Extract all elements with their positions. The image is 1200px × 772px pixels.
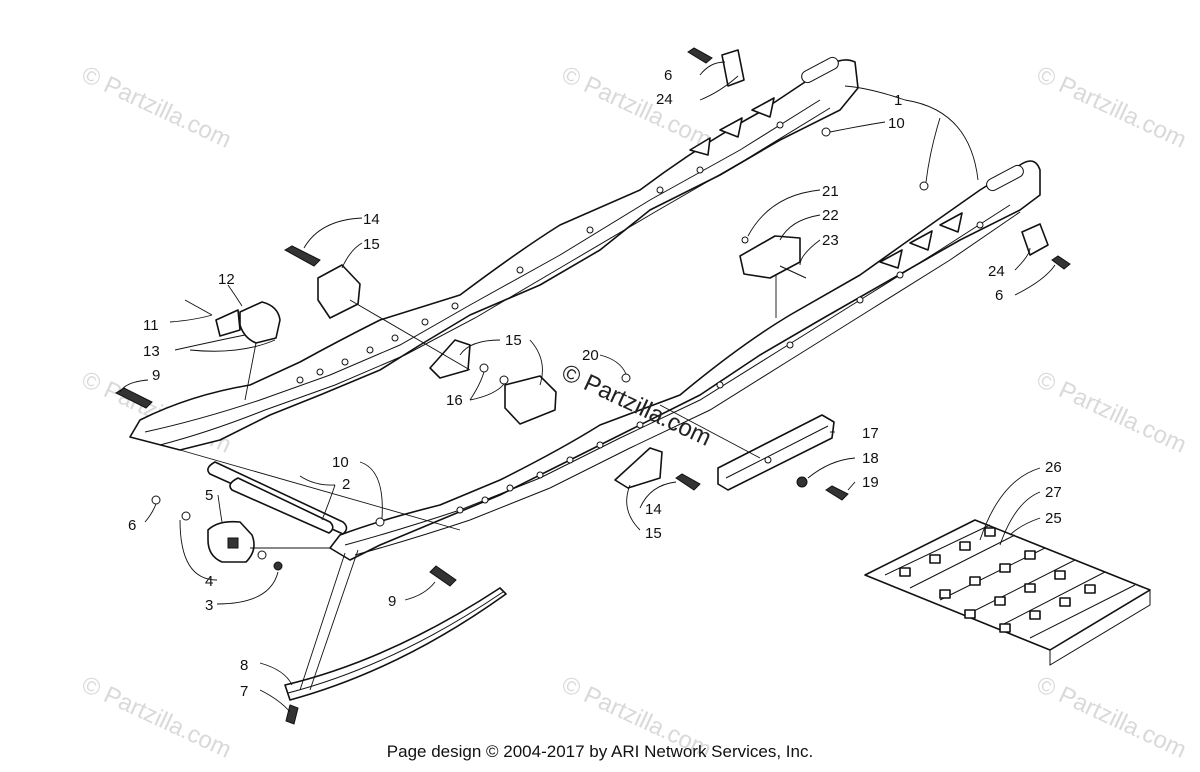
callout-6: 6 [664,67,672,84]
callout-15: 15 [645,525,662,542]
track [864,519,1151,666]
callout-9: 9 [152,367,160,384]
callout-1: 1 [894,92,902,109]
callout-19: 19 [862,474,879,491]
stopper-block [739,235,807,318]
callout-17: 17 [862,425,879,442]
wear-bar [284,549,507,701]
callout-25: 25 [1045,510,1062,527]
callout-22: 22 [822,207,839,224]
rail-end-caps [721,49,1049,256]
rear-bumper-block [184,299,281,401]
watermark: © Partzilla.com [1032,366,1190,459]
callout-26: 26 [1045,459,1062,476]
watermark: © Partzilla.com [1032,61,1190,154]
callout-15: 15 [505,332,522,349]
callout-14: 14 [645,501,662,518]
bolts [114,47,1071,725]
callout-9: 9 [388,593,396,610]
callout-24: 24 [656,91,673,108]
callout-15: 15 [363,236,380,253]
callout-10: 10 [332,454,349,471]
callout-12: 12 [218,271,235,288]
brackets [317,264,663,489]
callout-18: 18 [862,450,879,467]
callout-24: 24 [988,263,1005,280]
callout-13: 13 [143,343,160,360]
callout-3: 3 [205,597,213,614]
callout-7: 7 [240,683,248,700]
callout-2: 2 [342,476,350,493]
callout-16: 16 [446,392,463,409]
callout-23: 23 [822,232,839,249]
callout-14: 14 [363,211,380,228]
callout-5: 5 [205,487,213,504]
plugs [375,127,929,527]
leader-lines [119,61,1056,713]
callout-11: 11 [143,317,159,334]
watermark: © Partzilla.com [557,61,715,154]
cross-shafts [179,449,461,535]
watermark: © Partzilla.com [77,61,235,154]
callout-8: 8 [240,657,248,674]
callout-20: 20 [582,347,599,364]
callout-21: 21 [822,183,839,200]
callout-6: 6 [995,287,1003,304]
callout-labels: 6 24 1 10 21 22 23 24 6 14 15 12 11 13 9… [128,67,1062,700]
callout-6: 6 [128,517,136,534]
rail-upper [129,56,859,451]
track-clips [899,527,1096,633]
callout-27: 27 [1045,484,1062,501]
callout-4: 4 [205,573,213,590]
rail-holes-upper [296,121,784,384]
rail-lower [329,160,1041,561]
callout-10: 10 [888,115,905,132]
rail-holes-lower [456,221,984,514]
front-bumper-block [151,495,330,571]
footer-copyright: Page design © 2004-2017 by ARI Network S… [386,742,814,761]
slide-strip [659,404,835,491]
